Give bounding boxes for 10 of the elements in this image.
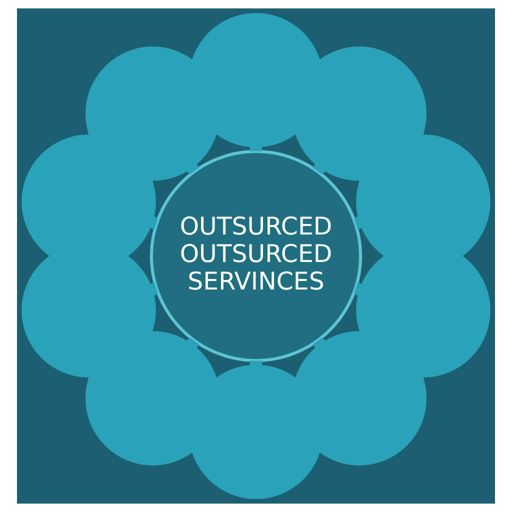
connector bbox=[186, 163, 200, 175]
connector bbox=[250, 146, 262, 152]
connector bbox=[354, 216, 363, 230]
connector bbox=[312, 337, 326, 349]
connector bbox=[186, 337, 200, 349]
connector bbox=[354, 282, 363, 296]
connector bbox=[250, 360, 262, 366]
connector bbox=[312, 163, 326, 175]
connector bbox=[149, 216, 158, 230]
connector bbox=[149, 282, 158, 296]
